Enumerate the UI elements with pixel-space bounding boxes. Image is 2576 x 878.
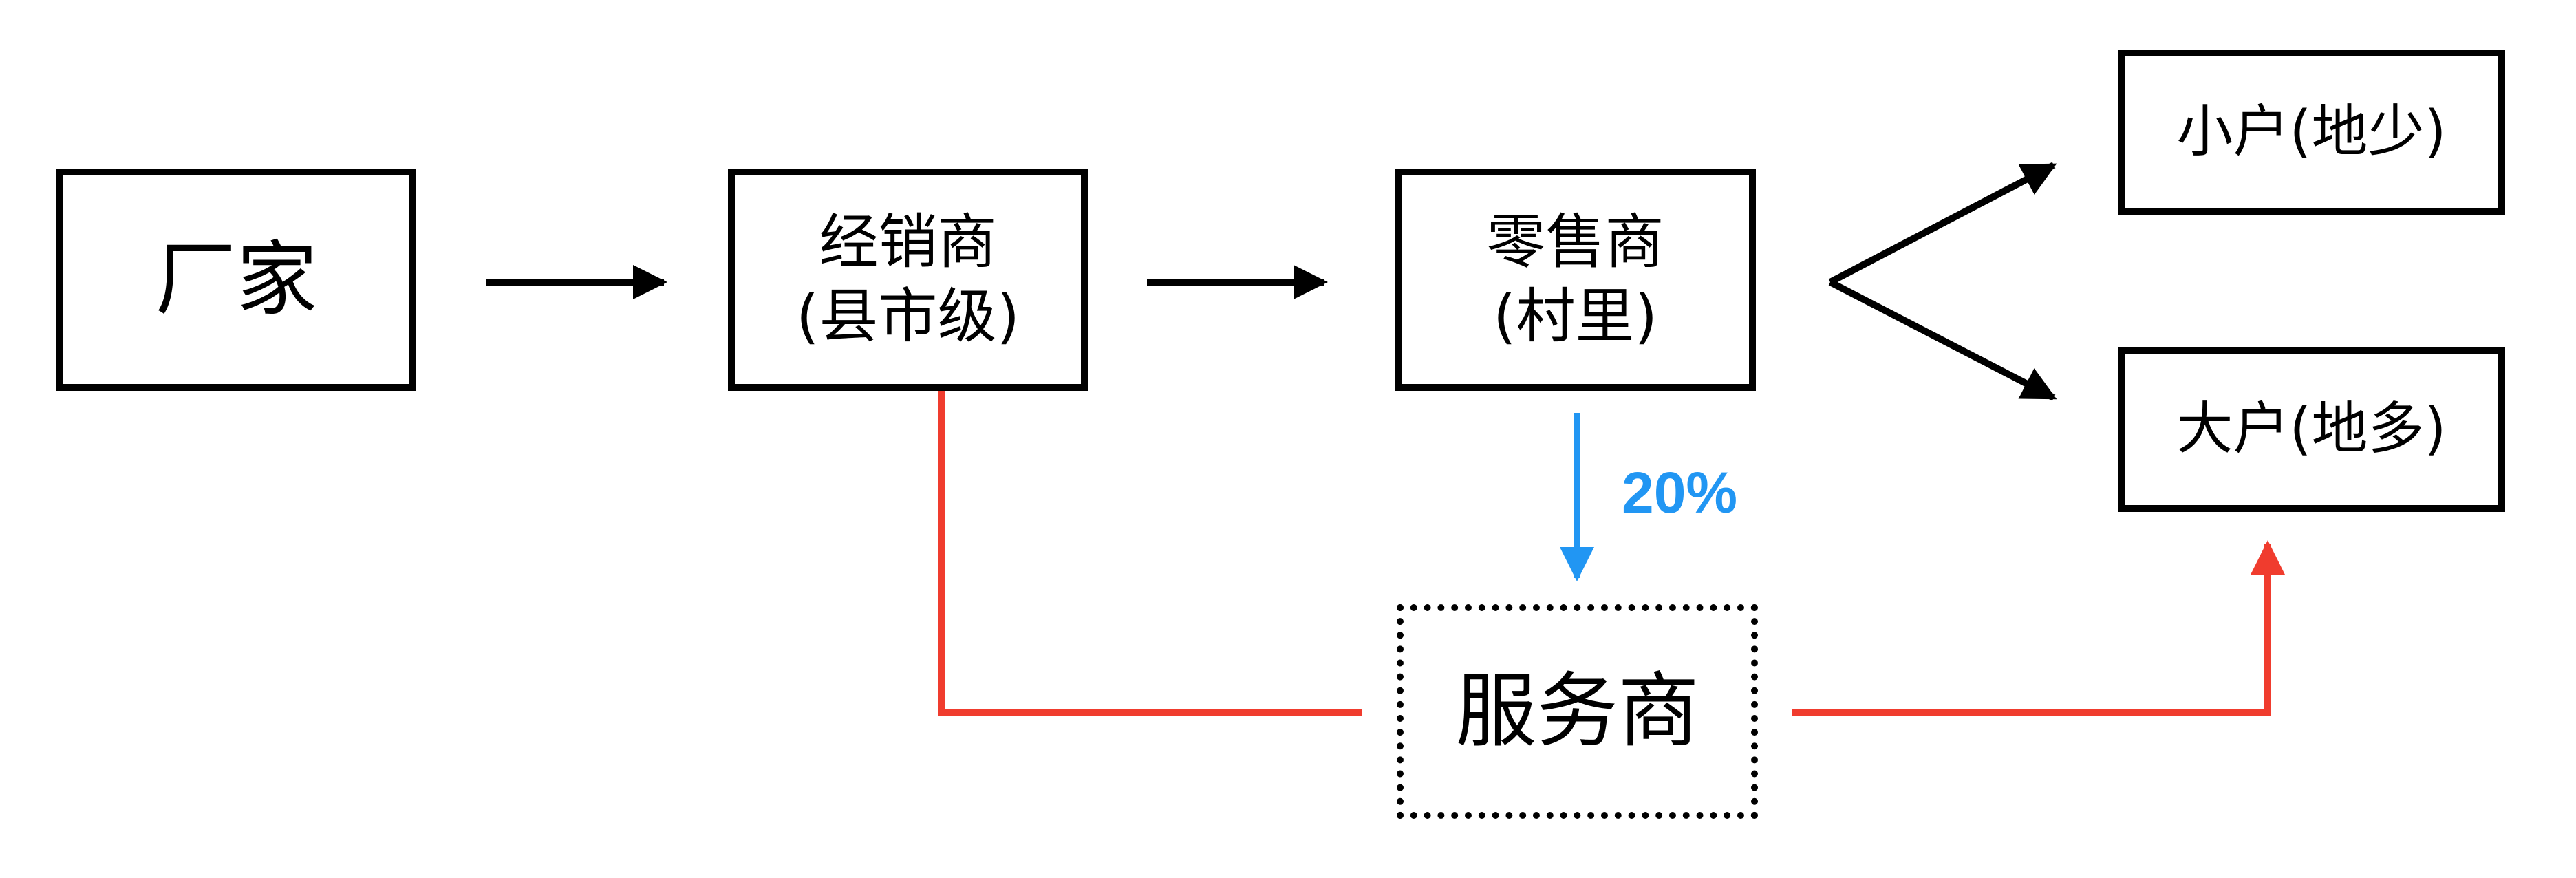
service-provider-node: 服务商 — [1397, 604, 1758, 819]
share-percentage-label: 20% — [1622, 460, 1738, 525]
distributor-label: 经销商 — [819, 208, 997, 277]
large-farmer-node: 大户(地多) — [2118, 347, 2505, 512]
line-distributor-to-service-provider — [938, 391, 1362, 716]
arrow-service-provider-to-large-farmer — [1792, 540, 2285, 716]
retailer-label: 零售商 — [1486, 208, 1664, 277]
manufacturer-label: 厂家 — [155, 231, 318, 327]
retailer-location-label: (村里) — [1492, 281, 1658, 351]
distributor-level-label: (县市级) — [795, 281, 1020, 351]
retailer-node: 零售商 (村里) — [1395, 169, 1756, 391]
small-farmer-label: 小户(地少) — [2176, 98, 2447, 164]
arrow-retailer-to-small-farmer — [1828, 162, 2057, 286]
small-farmer-node: 小户(地少) — [2118, 50, 2505, 215]
large-farmer-label: 大户(地多) — [2176, 396, 2447, 462]
distributor-node: 经销商 (县市级) — [728, 169, 1088, 391]
service-provider-label: 服务商 — [1455, 663, 1699, 759]
arrow-retailer-to-large-farmer — [1828, 279, 2057, 401]
manufacturer-node: 厂家 — [56, 169, 416, 391]
